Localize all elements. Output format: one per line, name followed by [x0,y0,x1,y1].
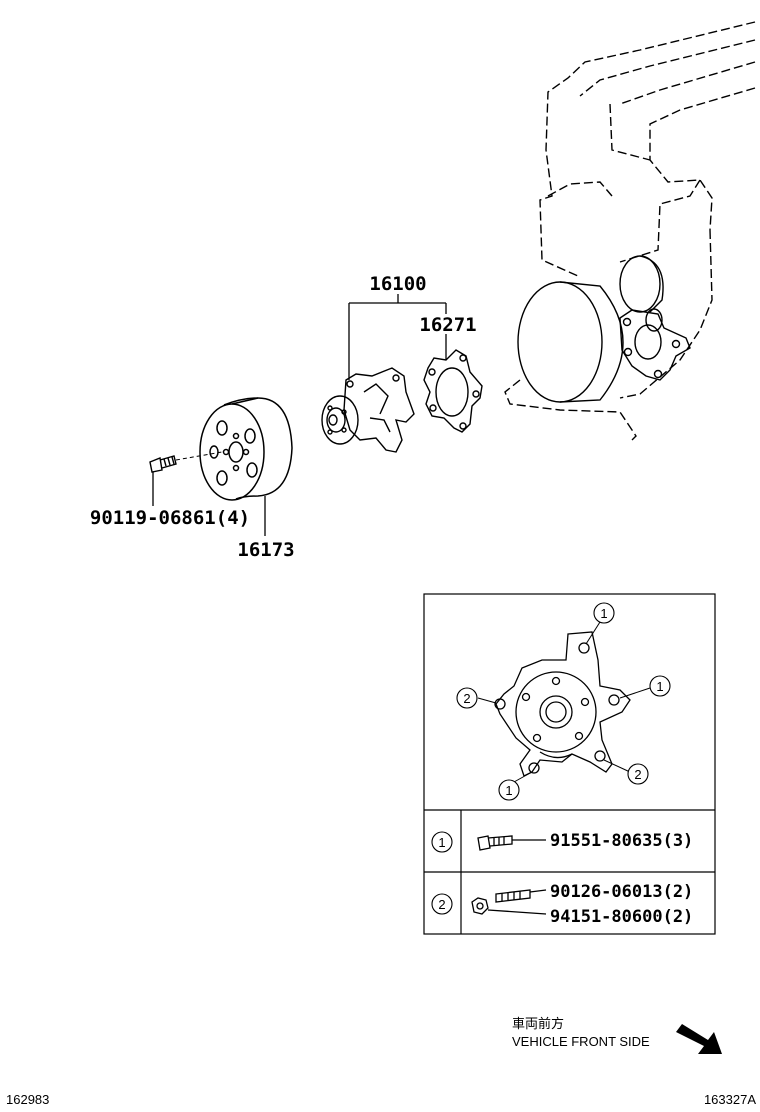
legend-part-94151-80600: 94151-80600(2) [550,907,693,927]
label-16173: 16173 [237,539,294,561]
pulley-bolt-drawing [149,455,177,473]
legend-part-90126-06013: 90126-06013(2) [550,882,693,902]
water-pump-drawing [321,367,415,453]
marker-1-right: 1 [649,675,671,697]
pulley-drawing [199,397,293,501]
legend-marker-2: 2 [431,893,453,915]
legend-nut-icon [471,897,547,915]
svg-text:2: 2 [634,767,641,782]
detail-box [423,593,716,935]
svg-text:1: 1 [438,835,445,850]
svg-text:1: 1 [505,783,512,798]
label-16271: 16271 [419,314,476,336]
marker-2-left: 2 [456,687,478,709]
leader-lines [152,294,447,536]
label-90119-06861: 90119-06861(4) [90,507,250,529]
svg-text:2: 2 [438,897,445,912]
label-16100: 16100 [369,273,426,295]
engine-block [504,21,756,441]
footer-left-code: 162983 [6,1092,49,1107]
legend-part-91551-80635: 91551-80635(3) [550,831,693,851]
bolt-to-pulley-dash [175,451,223,461]
legend-marker-1: 1 [431,831,453,853]
marker-1-bottom: 1 [498,779,520,801]
engine-pump-mount [619,309,691,381]
direction-arrow-icon [676,1024,722,1054]
legend-bolt-icon [477,835,546,851]
svg-text:2: 2 [463,691,470,706]
svg-text:1: 1 [656,679,663,694]
crank-pulley [517,281,624,403]
direction-note-en: VEHICLE FRONT SIDE [512,1034,650,1049]
marker-2-right: 2 [627,763,649,785]
svg-text:1: 1 [600,606,607,621]
marker-1-top: 1 [593,602,615,624]
direction-note-jp: 車両前方 [512,1016,564,1031]
marker-leaders [477,621,651,783]
footer-right-code: 163327A [704,1092,756,1107]
detail-pump-view [494,631,631,777]
engine-idler [619,255,664,332]
legend-stud-icon [495,889,547,903]
gasket-drawing [423,349,483,433]
